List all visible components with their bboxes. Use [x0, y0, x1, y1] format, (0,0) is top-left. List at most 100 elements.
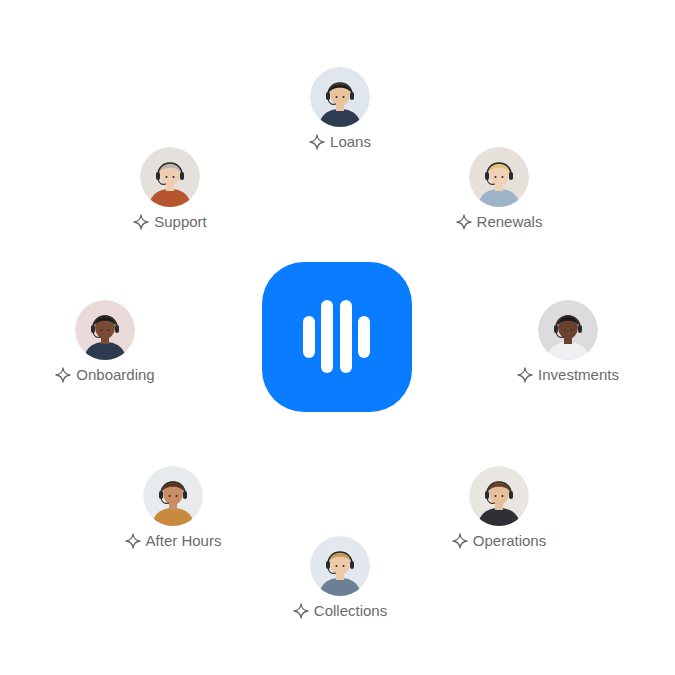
logo-tile	[262, 262, 412, 412]
avatar-eye	[343, 96, 345, 98]
sparkle-icon	[309, 134, 325, 150]
agent-avatar	[310, 67, 370, 127]
headset-cup	[326, 92, 330, 100]
avatar-eye	[564, 329, 566, 331]
headset-cup	[180, 172, 184, 180]
label-row: Loans	[309, 133, 371, 151]
headset-cup	[156, 172, 160, 180]
avatar-eye	[101, 329, 103, 331]
headset-cup	[159, 491, 163, 499]
avatar-eye	[495, 495, 497, 497]
headset-mic	[328, 568, 336, 573]
agent-avatar	[310, 536, 370, 596]
sound-bar	[358, 316, 370, 358]
agent-label: Loans	[330, 133, 371, 151]
agent-node: Investments	[478, 300, 658, 384]
avatar-eye	[169, 495, 171, 497]
avatar-body	[318, 578, 362, 596]
headset-cup	[183, 491, 187, 499]
agent-label: After Hours	[146, 532, 222, 550]
headset-cup	[326, 561, 330, 569]
sparkle-icon	[517, 367, 533, 383]
avatar-body	[477, 508, 521, 526]
headset-band	[328, 552, 352, 564]
avatar-eye	[173, 176, 175, 178]
avatar-body	[477, 189, 521, 207]
agent-avatar	[538, 300, 598, 360]
avatar-eye	[571, 329, 573, 331]
headset-mic	[328, 99, 336, 104]
headset-band	[161, 482, 185, 494]
headset-mic	[93, 332, 101, 337]
avatar-eye	[343, 565, 345, 567]
label-row: Collections	[293, 602, 387, 620]
sound-bar	[340, 300, 352, 373]
agent-label: Collections	[314, 602, 387, 620]
headset-cup	[115, 325, 119, 333]
avatar-eye	[166, 176, 168, 178]
agent-avatar	[143, 466, 203, 526]
agent-node: After Hours	[83, 466, 263, 550]
sparkle-icon	[456, 214, 472, 230]
headset-cup	[350, 92, 354, 100]
label-row: After Hours	[125, 532, 222, 550]
avatar-body	[318, 109, 362, 127]
headset-band	[328, 83, 352, 95]
agent-avatar	[140, 147, 200, 207]
label-row: Operations	[452, 532, 546, 550]
headset-cup	[485, 491, 489, 499]
headset-mic	[161, 498, 169, 503]
agent-label: Support	[154, 213, 207, 231]
agent-label: Investments	[538, 366, 619, 384]
agent-avatar	[469, 147, 529, 207]
agent-node: Collections	[250, 536, 430, 620]
sparkle-icon	[125, 533, 141, 549]
avatar-eye	[336, 96, 338, 98]
headset-band	[556, 316, 580, 328]
headset-mic	[158, 179, 166, 184]
sound-bar	[321, 300, 333, 373]
headset-mic	[487, 498, 495, 503]
sparkle-icon	[452, 533, 468, 549]
headset-mic	[487, 179, 495, 184]
headset-band	[93, 316, 117, 328]
label-row: Support	[133, 213, 207, 231]
sparkle-icon	[293, 603, 309, 619]
headset-cup	[578, 325, 582, 333]
agent-node: Support	[80, 147, 260, 231]
headset-cup	[509, 491, 513, 499]
headset-band	[487, 163, 511, 175]
headset-mic	[556, 332, 564, 337]
avatar-eye	[336, 565, 338, 567]
avatar-body	[546, 342, 590, 360]
agent-avatar	[75, 300, 135, 360]
agent-node: Renewals	[409, 147, 589, 231]
agent-label: Onboarding	[76, 366, 154, 384]
agent-label: Operations	[473, 532, 546, 550]
label-row: Onboarding	[55, 366, 154, 384]
sparkle-icon	[55, 367, 71, 383]
label-row: Investments	[517, 366, 619, 384]
sparkle-icon	[133, 214, 149, 230]
avatar-eye	[176, 495, 178, 497]
avatar-eye	[502, 176, 504, 178]
agent-label: Renewals	[477, 213, 543, 231]
label-row: Renewals	[456, 213, 543, 231]
headset-cup	[554, 325, 558, 333]
headset-cup	[91, 325, 95, 333]
headset-band	[158, 163, 182, 175]
agent-node: Onboarding	[15, 300, 195, 384]
headset-cup	[509, 172, 513, 180]
avatar-eye	[495, 176, 497, 178]
headset-band	[487, 482, 511, 494]
avatar-body	[151, 508, 195, 526]
headset-cup	[485, 172, 489, 180]
agent-avatar	[469, 466, 529, 526]
avatar-body	[148, 189, 192, 207]
avatar-eye	[502, 495, 504, 497]
sound-bar	[303, 316, 315, 358]
headset-cup	[350, 561, 354, 569]
agent-node: Operations	[409, 466, 589, 550]
agent-node: Loans	[250, 67, 430, 151]
avatar-eye	[108, 329, 110, 331]
